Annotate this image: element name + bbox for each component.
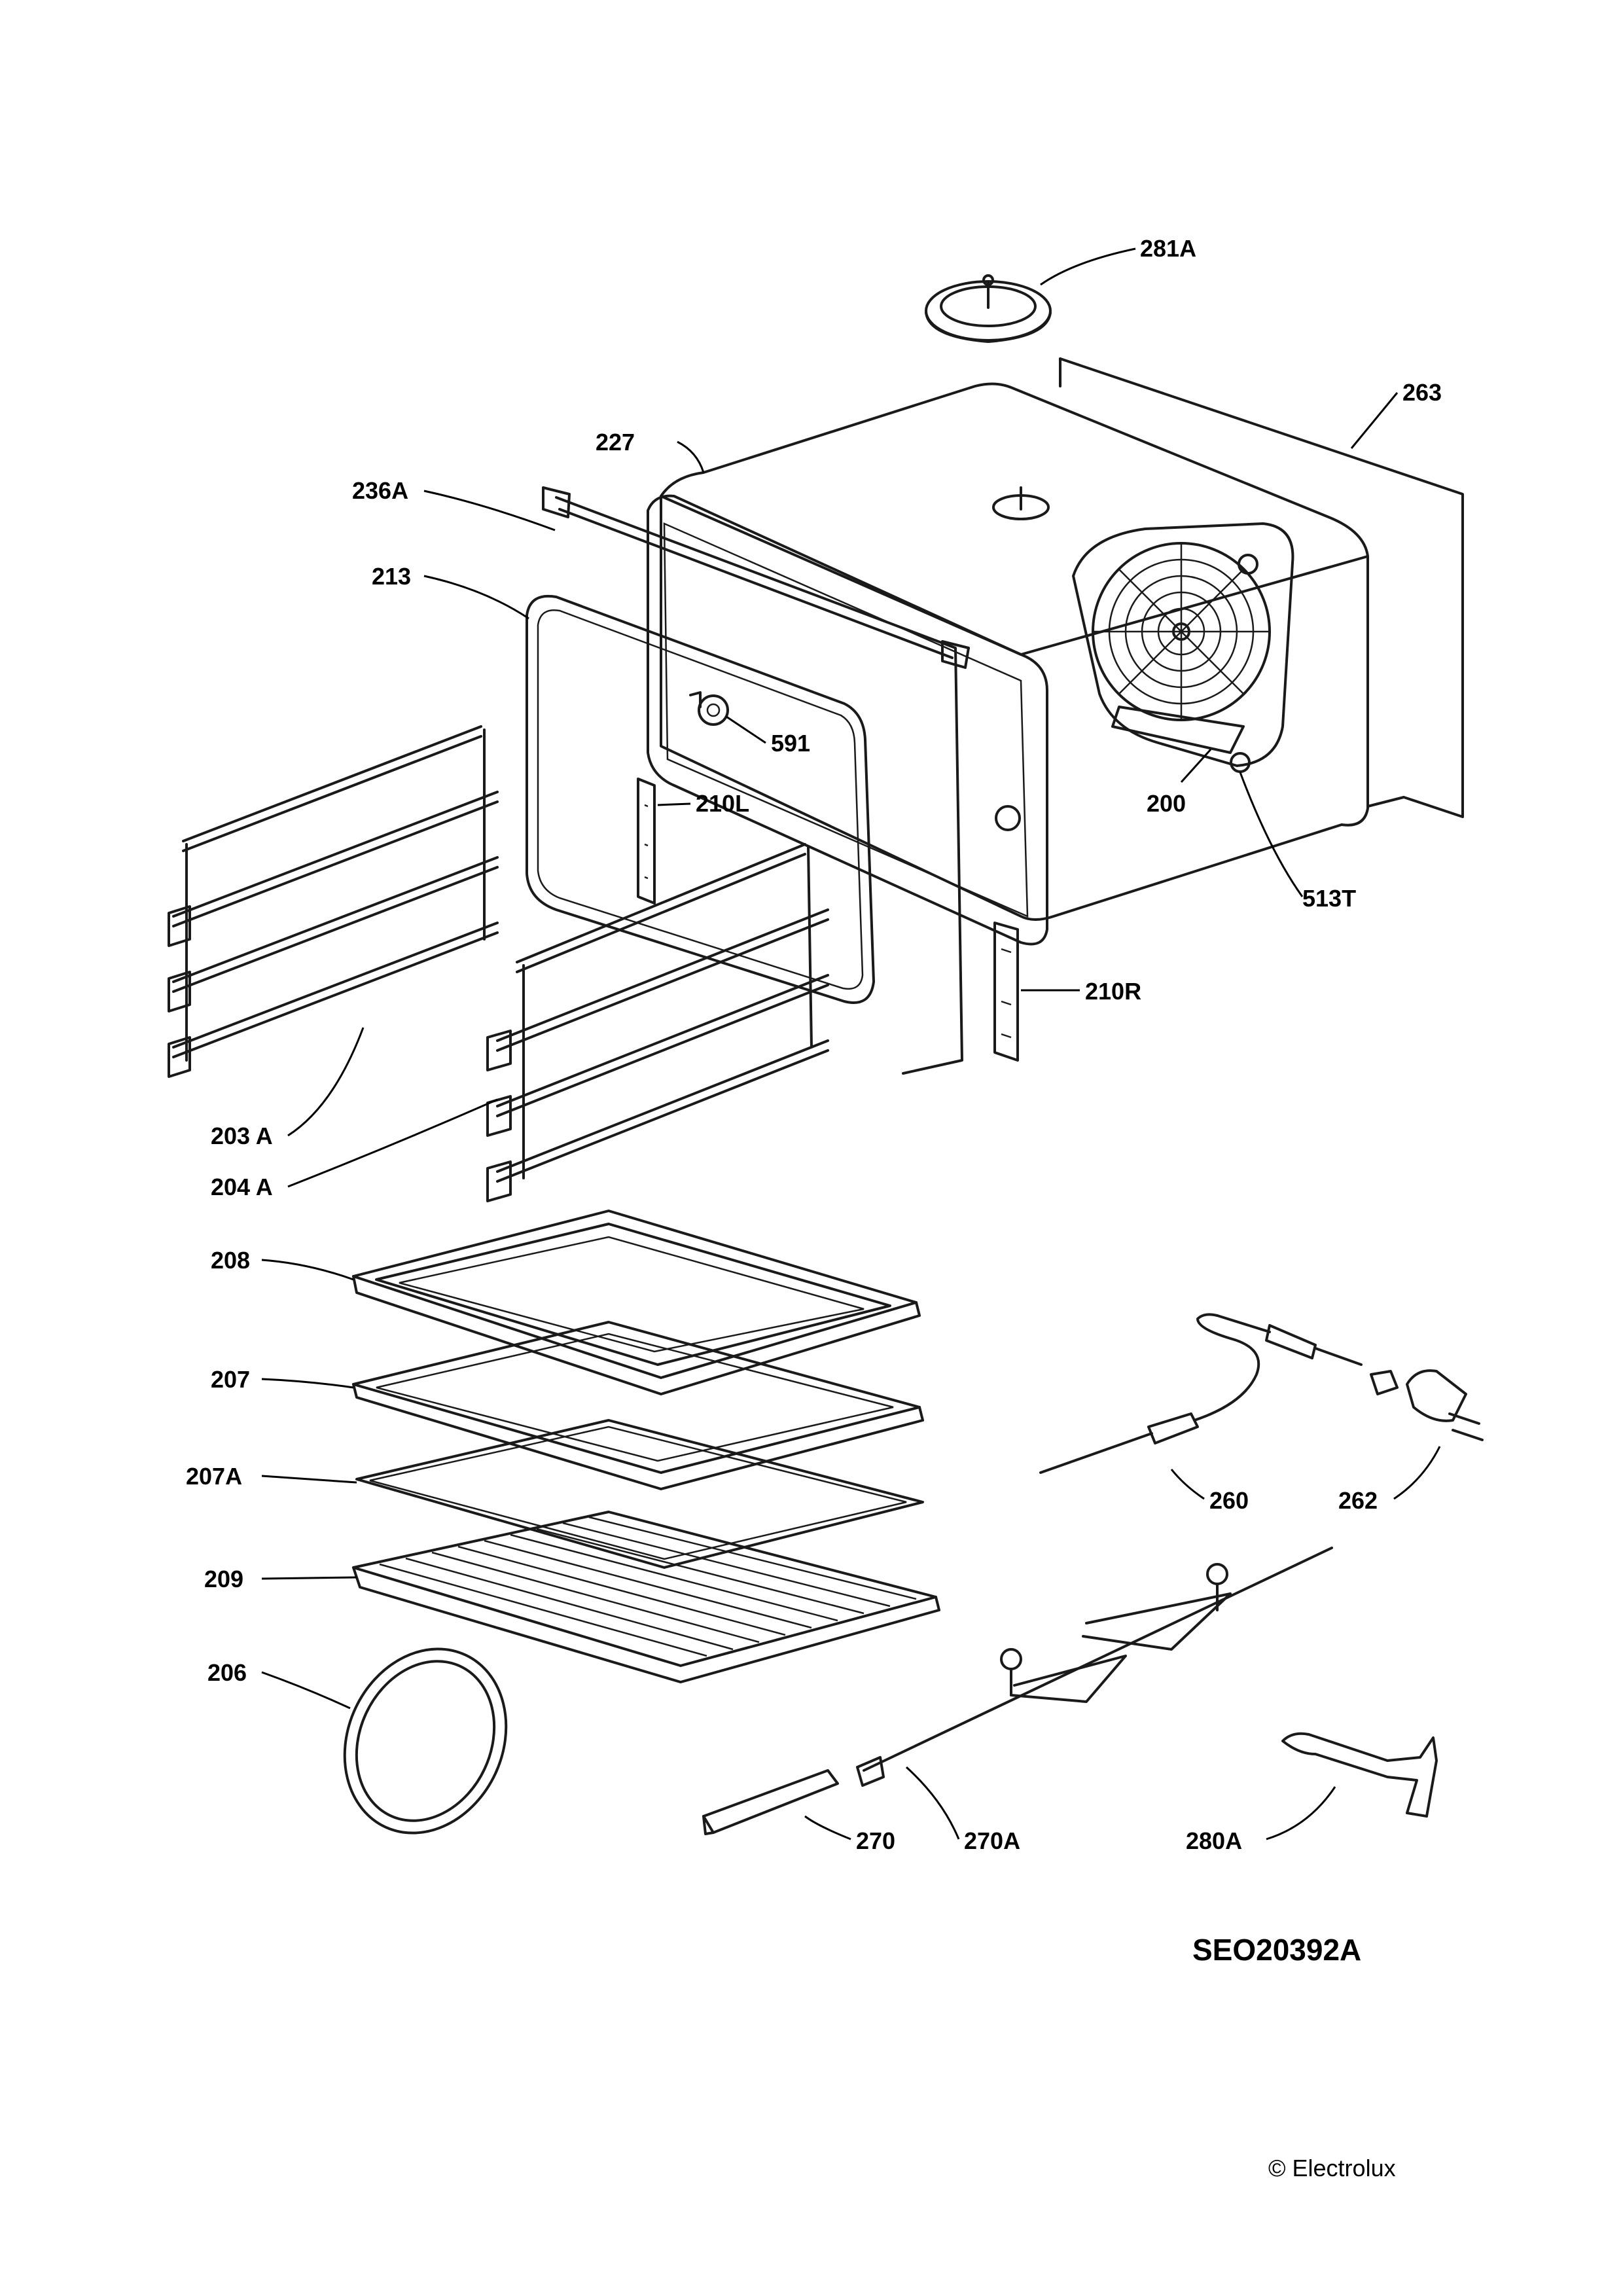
tray-seal-207A <box>355 1419 924 1569</box>
label-270A: 270A <box>964 1827 1020 1854</box>
label-281A: 281A <box>1140 235 1196 262</box>
door-frame-236A <box>542 486 970 1075</box>
leader-lines <box>261 247 1441 1840</box>
label-206: 206 <box>207 1659 247 1686</box>
label-270: 270 <box>856 1827 895 1854</box>
insulation-panel-263 <box>1059 357 1464 818</box>
fan-cover-281A <box>925 274 1052 343</box>
fan-assembly <box>1072 522 1294 773</box>
label-203A: 203 A <box>211 1122 273 1149</box>
label-208: 208 <box>211 1247 250 1274</box>
label-200: 200 <box>1147 790 1186 817</box>
probe-socket-262 <box>1370 1369 1484 1441</box>
baking-tray-208 <box>352 1210 921 1395</box>
spit-handle-270 <box>702 1769 839 1835</box>
label-210R: 210R <box>1085 978 1141 1005</box>
shelf-runner-204A <box>486 843 829 1202</box>
oven-cavity-227 <box>647 382 1369 946</box>
label-262: 262 <box>1338 1487 1378 1514</box>
label-207A: 207A <box>186 1463 242 1490</box>
label-204A: 204 A <box>211 1174 273 1200</box>
label-591: 591 <box>771 730 810 757</box>
runner-support-210R <box>993 922 1019 1062</box>
copyright-notice: © Electrolux <box>1268 2155 1396 2181</box>
diagram-reference-code: SEO20392A <box>1192 1933 1361 1967</box>
runner-support-210L <box>637 778 656 905</box>
rotisserie-spit-270A <box>856 1547 1333 1787</box>
label-209: 209 <box>204 1566 243 1592</box>
meat-probe-260 <box>1039 1313 1363 1474</box>
grease-filter-206 <box>343 1647 508 1835</box>
light-cover-591 <box>689 691 729 726</box>
spit-support-280A <box>1281 1732 1438 1818</box>
label-210L: 210L <box>696 790 749 817</box>
label-227: 227 <box>596 429 635 456</box>
label-263: 263 <box>1402 379 1442 406</box>
wire-shelf-209 <box>352 1511 940 1683</box>
label-236A: 236A <box>352 477 408 504</box>
label-213: 213 <box>372 563 411 590</box>
door-seal-213 <box>526 594 875 1004</box>
label-280A: 280A <box>1186 1827 1242 1854</box>
part-labels: 281A 263 227 236A 213 591 210L 200 513T … <box>186 235 1442 2181</box>
label-513T: 513T <box>1302 885 1356 912</box>
shelf-runner-203A <box>168 725 499 1078</box>
label-260: 260 <box>1209 1487 1249 1514</box>
label-207: 207 <box>211 1366 250 1393</box>
